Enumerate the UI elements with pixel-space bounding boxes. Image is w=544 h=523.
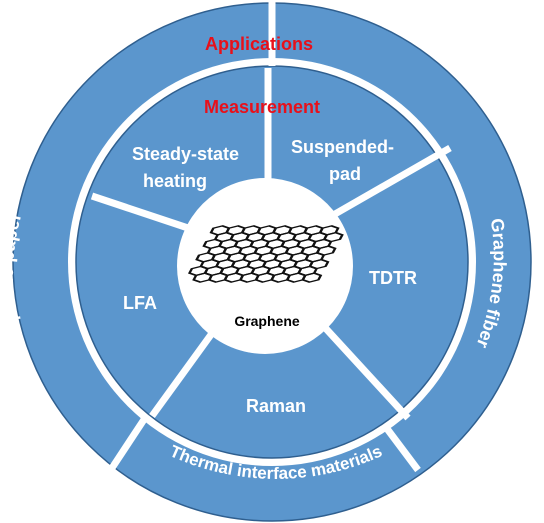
applications-heading: Applications [205, 34, 313, 54]
measurement-heading: Measurement [204, 97, 320, 117]
inner-divider-lower-left [149, 322, 221, 419]
steady-state-line-1: Steady-state [132, 144, 239, 164]
lattice-hexagon [301, 272, 323, 283]
sector-label-tdtr: TDTR [369, 268, 417, 288]
outer-divider-right [382, 423, 421, 473]
center-label: Graphene [234, 313, 300, 329]
center-disc [177, 178, 353, 354]
outer-divider-left [109, 416, 148, 470]
suspended-pad-line-2: pad [329, 164, 361, 184]
suspended-pad-line-1: Suspended- [291, 137, 394, 157]
sector-label-steady-state-heating: Steady-state heating [132, 144, 244, 191]
graphene-lattice-icon [187, 225, 344, 283]
sector-label-suspended-pad: Suspended- pad [291, 137, 399, 184]
sector-label-raman: Raman [246, 396, 306, 416]
inner-divider-lower-right [315, 317, 411, 421]
inner-divider-upper-left [90, 192, 202, 236]
inner-divider-upper-right [333, 144, 452, 218]
steady-state-line-2: heating [143, 171, 207, 191]
sector-label-lfa: LFA [123, 293, 157, 313]
